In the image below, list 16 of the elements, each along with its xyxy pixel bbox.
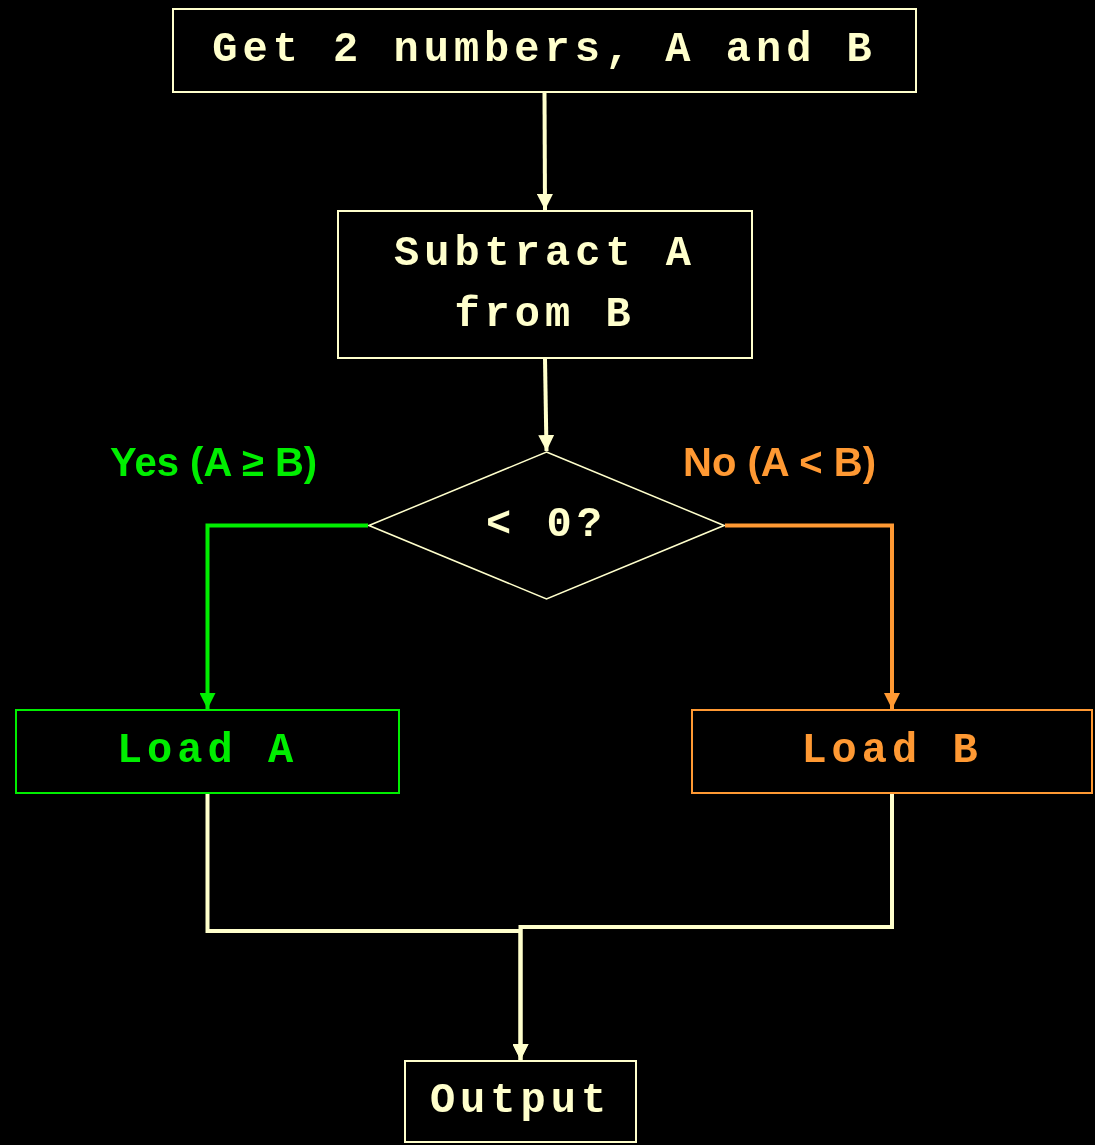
output-box	[404, 1060, 637, 1143]
node-text: < 0?	[486, 500, 607, 552]
node-text: Get 2 numbers, A and B	[212, 25, 877, 77]
arrow	[536, 93, 553, 210]
arrow	[725, 523, 900, 709]
process-box	[691, 709, 1093, 794]
process-box	[337, 210, 753, 359]
node-text: Load A	[116, 726, 299, 778]
arrow	[512, 794, 894, 1060]
node-text: Output	[429, 1076, 612, 1128]
arrow	[199, 523, 368, 709]
node-text: Subtract A from B	[392, 228, 697, 341]
process-box	[172, 8, 917, 93]
process-box	[15, 709, 400, 794]
node-text: Load B	[801, 726, 983, 778]
arrow	[538, 358, 555, 452]
